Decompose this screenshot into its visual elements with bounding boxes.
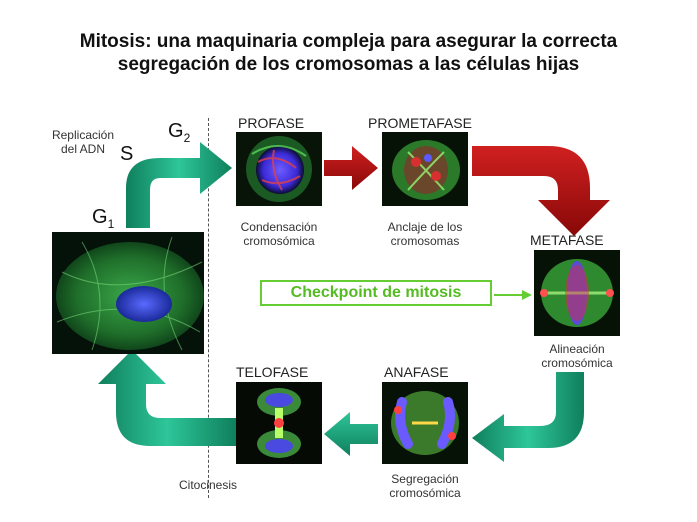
g2-label: G2 <box>168 120 190 149</box>
metafase-label: METAFASE <box>530 232 604 248</box>
anafase-caption-line-1: Segregación <box>391 472 459 486</box>
anafase-label: ANAFASE <box>384 364 449 380</box>
arrow-metafase-to-anafase <box>472 372 584 462</box>
prometafase-caption-line-1: Anclaje de los <box>387 220 463 234</box>
replication-label-line-2: del ADN <box>60 142 106 156</box>
arrow-anafase-to-telofase <box>324 412 378 456</box>
prometafase-caption: Anclaje de los cromosomas <box>368 220 482 248</box>
checkpoint-box: Checkpoint de mitosis <box>260 280 492 306</box>
g2-letter: G <box>168 120 184 142</box>
g1-letter: G <box>92 206 108 228</box>
anafase-cell-image <box>382 382 468 464</box>
profase-cell-image <box>236 132 322 206</box>
interphase-mitosis-divider <box>208 118 209 498</box>
s-phase-label: S <box>120 143 134 165</box>
diagram-title: Mitosis: una maquinaria compleja para as… <box>0 30 697 76</box>
g2-subscript: 2 <box>183 131 191 145</box>
arrow-telofase-to-g1 <box>98 350 236 446</box>
title-line-1: Mitosis: una maquinaria compleja para as… <box>79 31 618 52</box>
anafase-caption: Segregación cromosómica <box>368 472 482 500</box>
anafase-caption-line-2: cromosómica <box>389 486 461 500</box>
profase-caption-line-1: Condensación <box>240 220 318 234</box>
prometafase-caption-line-2: cromosomas <box>390 234 460 248</box>
g1-label: G1 <box>92 206 114 235</box>
profase-caption-line-2: cromosómica <box>243 234 315 248</box>
replication-label: Replicación del ADN <box>38 128 128 156</box>
arrow-g1-to-profase <box>126 142 232 228</box>
profase-caption: Condensación cromosómica <box>222 220 336 248</box>
citocinesis-caption: Citocinesis <box>178 478 238 492</box>
title-line-2: segregación de los cromosomas a las célu… <box>117 54 580 75</box>
prometafase-cell-image <box>382 132 468 206</box>
g1-subscript: 1 <box>107 217 115 231</box>
metafase-caption-line-2: cromosómica <box>541 356 613 370</box>
prometafase-label: PROMETAFASE <box>368 115 472 131</box>
metafase-caption-line-1: Alineación <box>549 342 605 356</box>
checkpoint-arrow-head <box>522 290 532 300</box>
replication-label-line-1: Replicación <box>51 128 115 142</box>
telofase-cell-image <box>236 382 322 464</box>
metafase-cell-image <box>534 250 620 336</box>
metafase-caption: Alineación cromosómica <box>520 342 634 370</box>
arrow-prometafase-to-metafase <box>472 146 610 236</box>
telofase-label: TELOFASE <box>236 364 309 380</box>
arrow-profase-to-prometafase <box>324 146 378 190</box>
interphase-cell-image <box>52 232 204 354</box>
profase-label: PROFASE <box>238 115 305 131</box>
